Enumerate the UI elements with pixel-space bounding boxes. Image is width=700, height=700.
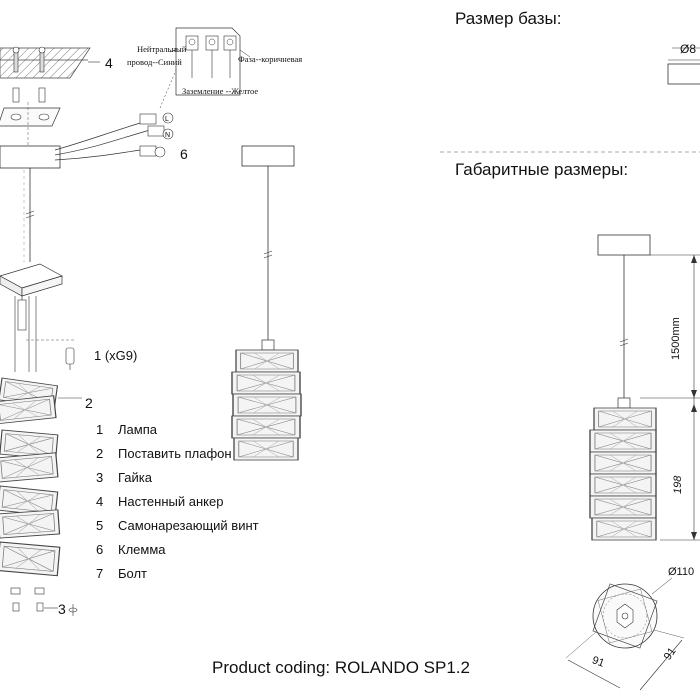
ceiling-mount <box>0 46 100 148</box>
neutral-wire-label-2: провод--Синий <box>127 57 182 67</box>
crystal-stack-left <box>0 377 82 616</box>
svg-text:L: L <box>165 116 169 123</box>
pendant-lamp-middle <box>231 145 302 461</box>
product-coding: Product coding: ROLANDO SP1.2 <box>212 658 470 677</box>
callout-3: 3 <box>58 601 66 617</box>
cable-length-label: 1500mm <box>670 317 682 360</box>
callout-1: 1 (xG9) <box>94 348 138 363</box>
shade-diameter-label: Ø110 <box>668 566 695 578</box>
lamp-g9-icon <box>65 347 75 370</box>
top-view <box>565 577 685 691</box>
base-size-drawing <box>440 47 700 153</box>
callout-4: 4 <box>105 55 113 71</box>
wiring-inset <box>169 27 251 96</box>
ground-wire-label: Заземление --Желтое <box>182 86 259 96</box>
base-diameter-label: Ø8 <box>680 42 697 56</box>
pendant-lamp-dimensioned <box>589 234 700 541</box>
svg-text:N: N <box>165 132 170 139</box>
callout-2: 2 <box>85 395 93 411</box>
socket-block <box>0 263 75 372</box>
base-size-heading: Размер базы: <box>455 9 562 28</box>
callout-6: 6 <box>180 146 188 162</box>
overall-dimensions-heading: Габаритные размеры: <box>455 160 629 179</box>
neutral-wire-label-1: Нейтральный <box>137 44 187 54</box>
shade-height-label: 198 <box>672 475 684 494</box>
phase-wire-label: Фаза--коричневая <box>238 54 303 64</box>
canopy-left: L N <box>0 69 177 262</box>
